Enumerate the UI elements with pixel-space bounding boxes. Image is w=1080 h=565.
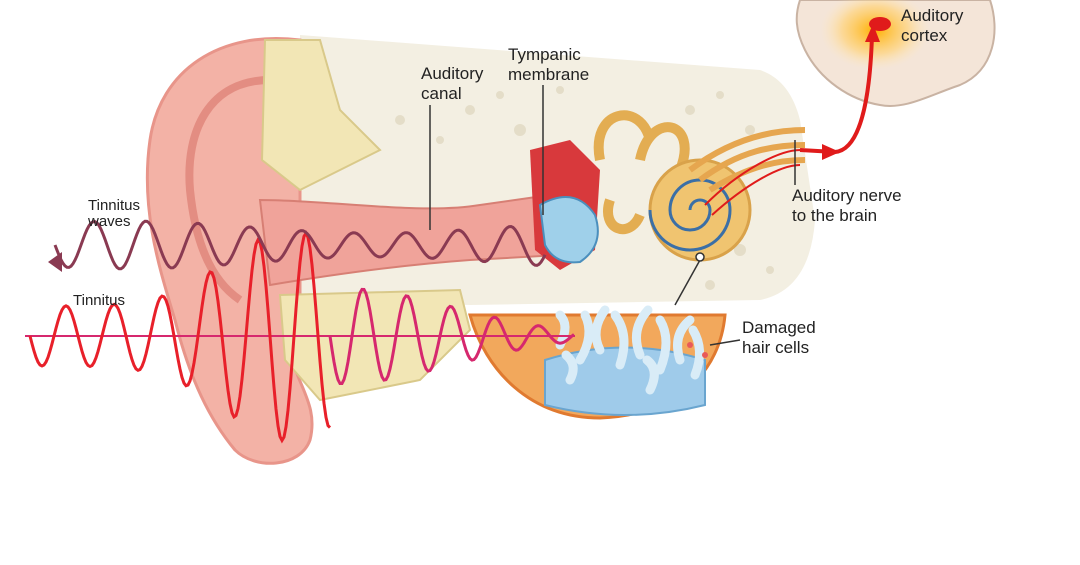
cortex-spot — [869, 17, 891, 31]
auditory-cortex-label-line1: Auditory — [901, 6, 964, 25]
cochlea-pointer-dot — [695, 252, 705, 262]
tympanic-membrane-label: Tympanic membrane — [508, 45, 589, 85]
tinnitus-wave-upper — [53, 219, 547, 271]
cartilage-upper — [260, 39, 382, 192]
tinnitus-label-text: Tinnitus — [73, 292, 125, 309]
tympanic-membrane-label-line2: membrane — [508, 65, 590, 84]
auditory-nerve-label: Auditory nerve to the brain — [792, 186, 902, 226]
damaged-hair-cells-label-line2: hair cells — [742, 338, 810, 357]
ear-inner-fold — [185, 76, 271, 304]
semicircular-canals — [593, 110, 690, 235]
arrow-head-right — [822, 144, 840, 160]
tinnitus-wave-red — [28, 230, 332, 444]
wave-group — [25, 219, 575, 444]
tympanic-membrane-label-line1: Tympanic — [508, 45, 581, 64]
hair-cell-damage-marks — [687, 342, 708, 358]
auditory-nerve-label-line2: to the brain — [792, 206, 878, 225]
auditory-canal-label-line2: canal — [421, 84, 462, 103]
auditory-canal-label: Auditory canal — [421, 64, 483, 104]
tinnitus-waves-label-line2: waves — [88, 213, 131, 230]
auditory-cortex-label-line2: cortex — [901, 26, 948, 45]
tinnitus-label: Tinnitus — [73, 293, 125, 309]
upper-wave-arrow-head — [48, 252, 62, 272]
hair-cells-shape — [555, 305, 704, 395]
damaged-hair-cells-label: Damaged hair cells — [742, 318, 816, 358]
auditory-canal-label-line1: Auditory — [421, 64, 484, 83]
auditory-cortex-label: Auditory cortex — [901, 6, 963, 46]
tympanic-membrane-shape — [538, 196, 599, 264]
damaged-hair-cells-label-line1: Damaged — [742, 318, 816, 337]
bone-texture — [395, 86, 774, 290]
label-leader-lines — [429, 85, 796, 346]
tinnitus-waves-label: Tinnitus waves — [88, 198, 140, 230]
auditory-nerve-label-line1: Auditory nerve — [792, 186, 902, 205]
tinnitus-wave-pink — [328, 287, 575, 385]
nerve-signal-lines — [704, 149, 801, 216]
arrow-head-up — [865, 24, 880, 42]
tinnitus-waves-label-line1: Tinnitus — [88, 197, 140, 214]
